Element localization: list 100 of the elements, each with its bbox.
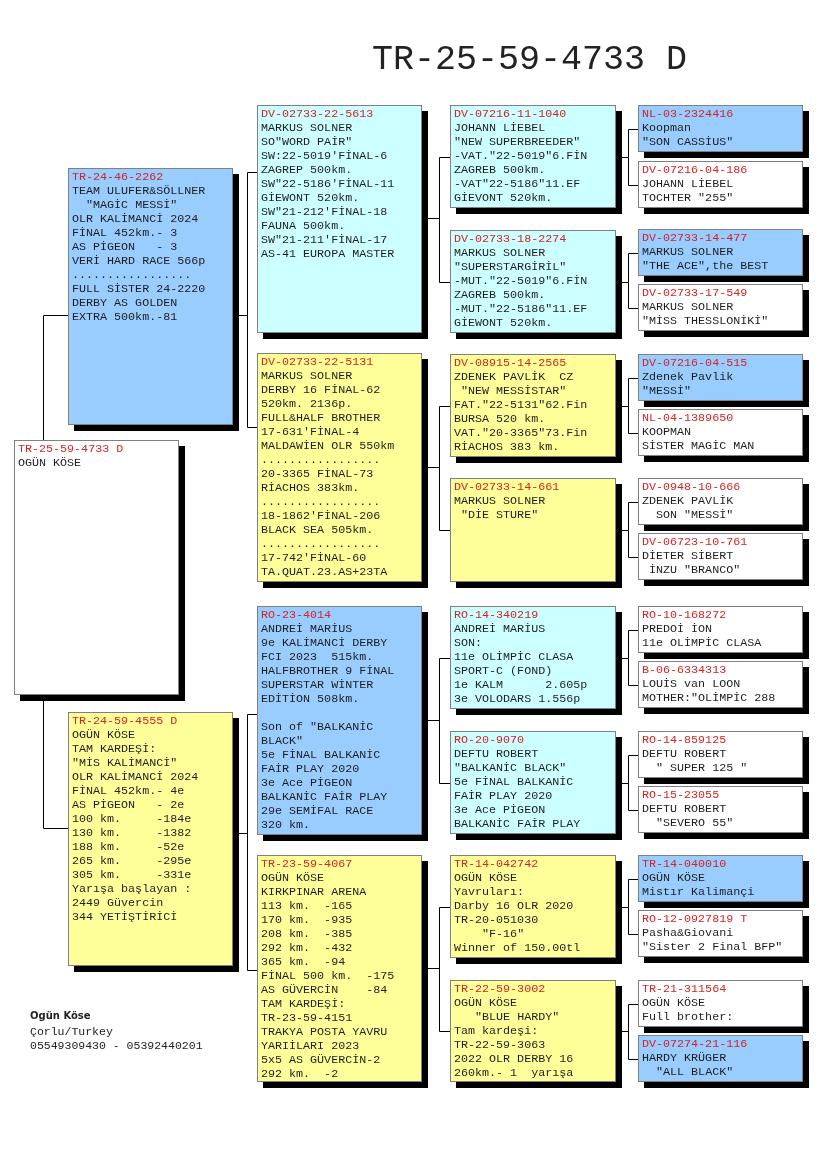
ring-number: DV-02733-14-661 (454, 480, 560, 494)
pedigree-note: AS GÜVERCİN -84 (261, 983, 388, 997)
pedigree-note: EXTRA 500km.-81 (72, 310, 178, 324)
pedigree-note: 2449 Güvercin (72, 896, 164, 910)
pedigree-note: FULL&HALF BROTHER (261, 411, 381, 425)
pedigree-note: AS PİGEON - 2e (72, 798, 185, 812)
pedigree-card (68, 712, 239, 972)
location-text: Çorlu/Turkey (30, 1025, 113, 1039)
owner-name: MARKUS SOLNER (642, 245, 734, 259)
pedigree-note: "THE ACE",the BEST (642, 259, 769, 273)
connector-line (43, 700, 69, 829)
ring-number: TR-23-59-4067 (261, 857, 353, 871)
owner-name: LOUİS van LOON (642, 677, 741, 691)
pedigree-note: 5e FİNAL BALKANİC FAİR PLAY 2020 (454, 775, 575, 803)
ring-number: TR-25-59-4733 D (18, 442, 124, 456)
pedigree-note: "SEVERO 55" (655, 816, 734, 830)
connector-line (621, 658, 639, 686)
pedigree-note: ................. (261, 495, 381, 509)
pedigree-note: RİACHOS 383km. (261, 481, 360, 495)
pedigree-card (450, 105, 622, 214)
pedigree-note: BLACK SEA 505km. (261, 523, 374, 537)
connector-line (43, 315, 69, 441)
pedigree-note: -VAT."22-5019"6.FİN (454, 149, 588, 163)
pedigree-card (450, 230, 622, 339)
owner-name: MARKUS SOLNER (454, 246, 546, 260)
pedigree-note: 20-3365 FİNAL-73 (261, 467, 374, 481)
ring-number: DV-06723-10-761 (642, 535, 748, 549)
pedigree-note: Yarışa başlayan : (72, 882, 192, 896)
owner-name: ZDENEK PAVLİK CZ (454, 370, 574, 384)
connector-line (621, 406, 639, 434)
owner-name: MARKUS SOLNER (642, 300, 734, 314)
pedigree-card (638, 661, 809, 714)
pedigree-note: Yavruları: (454, 885, 525, 899)
pedigree-card (450, 855, 622, 964)
connector-line (427, 720, 451, 784)
pedigree-note: "SUPERSTARGİRİL" (454, 260, 567, 274)
pedigree-note: 3e Ace PİGEON BALKANİC FAİR PLAY (261, 776, 389, 804)
pedigree-note: 11e OLİMPİC CLASA (454, 650, 574, 664)
pedigree-card (257, 606, 428, 841)
ring-number: TR-22-59-3002 (454, 982, 546, 996)
ring-number: RO-14-859125 (642, 733, 727, 747)
pedigree-note: "MİS KALİMANCİ" (72, 756, 178, 770)
pedigree-card (638, 161, 809, 214)
pedigree-note: -VAT"22-5186"11.EF (454, 177, 581, 191)
pedigree-card (638, 606, 809, 659)
ring-number: DV-02733-14-477 (642, 231, 748, 245)
connector-line (621, 530, 639, 558)
pedigree-note: -MUT."22-5019"6.FİN (454, 274, 588, 288)
pedigree-note: SİSTER MAGİC MAN (642, 439, 755, 453)
pedigree-card (638, 533, 809, 586)
pedigree-note: SON: (454, 636, 483, 650)
pedigree-note: GİEWONT 520km. (261, 191, 360, 205)
pedigree-note: 305 km. -331e (72, 868, 192, 882)
owner-name: OGÜN KÖSE (454, 996, 518, 1010)
pedigree-note: 18-1862'FİNAL-206 (261, 509, 381, 523)
ring-number: DV-02733-17-549 (642, 286, 748, 300)
owner-name: ZDENEK PAVLİK (642, 494, 734, 508)
pedigree-note: MALDAWİEN OLR 550km (261, 439, 395, 453)
pedigree-note: TR-22-59-3063 (454, 1038, 546, 1052)
pedigree-note: İNZU "BRANCO" (648, 563, 741, 577)
pedigree-note: VERİ HARD RACE 566p (72, 254, 206, 268)
connector-line (621, 1031, 639, 1060)
pedigree-note: 365 km. -94 (261, 955, 346, 969)
ring-number: TR-21-311564 (642, 982, 727, 996)
pedigree-note: Full brother: (642, 1010, 734, 1024)
pedigree-card (257, 855, 428, 1088)
pedigree-note: TR-23-59-4151 (261, 1011, 353, 1025)
ring-number: TR-24-59-4555 D (72, 714, 178, 728)
pedigree-title: TR-25-59-4733 D (372, 40, 688, 80)
pedigree-card (638, 478, 809, 531)
pedigree-note: DERBY AS GOLDEN (72, 296, 178, 310)
pedigree-card (450, 478, 622, 588)
pedigree-note: ZAGREB 500km. (454, 288, 546, 302)
pedigree-note: FİNAL 452km.- 3 (72, 226, 178, 240)
pedigree-card (257, 105, 428, 339)
owner-name: MARKUS SOLNER (261, 121, 353, 135)
pedigree-note: SPORT-C (FOND) (454, 664, 553, 678)
pedigree-note: 3e Ace PİGEON BALKANİC FAİR PLAY (454, 803, 582, 831)
connector-line (621, 783, 639, 811)
connector-line (621, 282, 639, 309)
owner-name: TEAM ULUFER&SÖLLNER (72, 184, 206, 198)
pedigree-note: SW"22-5186'FİNAL-11 (261, 177, 395, 191)
ring-number: DV-07216-11-1040 (454, 107, 567, 121)
connector-line (238, 315, 258, 428)
ring-number: TR-14-040010 (642, 857, 727, 871)
pedigree-card (450, 980, 622, 1088)
owner-name: MARKUS SOLNER (454, 494, 546, 508)
owner-name: OGÜN KÖSE (261, 871, 325, 885)
pedigree-note: "NEW MESSİSTAR" (460, 384, 567, 398)
pedigree-note: 188 km. -52e (72, 840, 185, 854)
pedigree-note: DERBY 16 FİNAL-62 (261, 383, 381, 397)
pedigree-note: MOTHER:"OLİMPİC 288 (642, 691, 776, 705)
owner-name: Zdenek Pavlik (642, 370, 734, 384)
owner-name: OGÜN KÖSE (642, 996, 706, 1010)
pedigree-note: " SUPER 125 " (655, 761, 748, 775)
ring-number: DV-08915-14-2565 (454, 356, 567, 370)
pedigree-note: TAM KARDEŞİ: (72, 742, 157, 756)
pedigree-note: Darby 16 OLR 2020 (454, 899, 574, 913)
ring-number: B-06-6334313 (642, 663, 727, 677)
pedigree-note: FULL SİSTER 24-2220 (72, 282, 206, 296)
